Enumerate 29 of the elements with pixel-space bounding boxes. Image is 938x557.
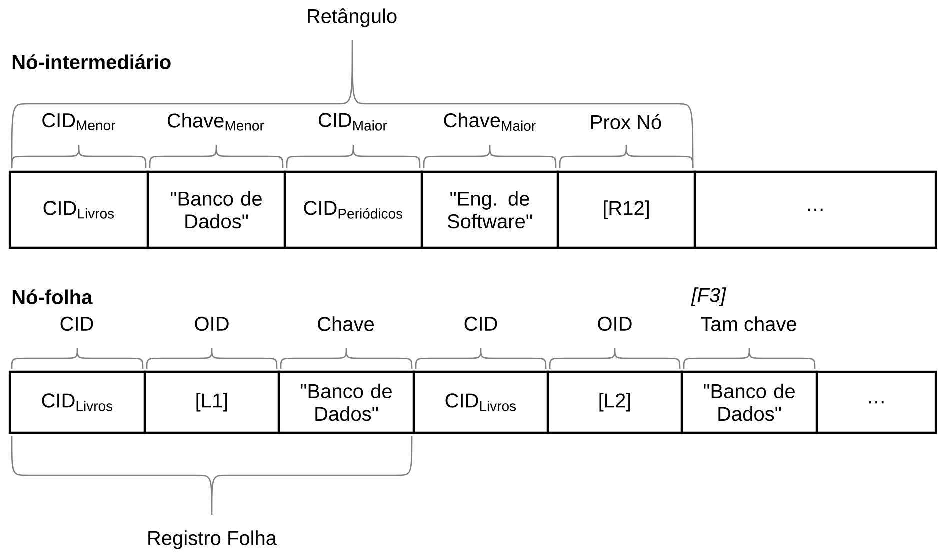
- brace-label: Tam chave: [701, 316, 796, 332]
- table-cell: "Banco de Dados": [146, 170, 286, 250]
- section-heading: Nó-folha: [12, 290, 93, 304]
- table-cell: …: [816, 370, 938, 434]
- table-cell: $\text{CID}_{\text{Periódicos}}$: [284, 170, 424, 250]
- table-cell: $\text{CID}_{\text{Livros}}$: [8, 370, 146, 434]
- brace-label: CID: [464, 316, 498, 332]
- brace-label: OID: [598, 316, 632, 332]
- table-cell: $\text{CID}_{\text{Livros}}$: [8, 170, 150, 250]
- brace-label: Registro Folha: [148, 530, 277, 550]
- brace-label: OID: [195, 316, 229, 332]
- table-cell: …: [694, 170, 938, 250]
- table-cell: $\text{CID}_{\text{Livros}}$: [412, 370, 550, 434]
- table-cell: "Banco de Dados": [680, 370, 818, 434]
- table-cell: [L1]: [144, 370, 280, 434]
- table-cell: "Eng. de Software": [420, 170, 560, 250]
- brace-label: Prox Nó: [592, 114, 662, 130]
- brace-label: $\text{Chave}_{\text{Maior}}$: [444, 112, 536, 132]
- brace-label: [F3]: [691, 288, 726, 306]
- section-heading: Nó-intermediário: [12, 54, 171, 70]
- brace-label: CID: [60, 316, 94, 332]
- brace-label: Chave: [318, 316, 374, 332]
- table-cell: [R12]: [556, 170, 696, 250]
- brace-label: $\text{Chave}_{\text{Menor}}$: [168, 113, 264, 131]
- table-cell: "Banco de Dados": [278, 370, 416, 434]
- brace-label: Retângulo: [308, 8, 397, 28]
- brace-label: $\text{CID}_{\text{Maior}}$: [318, 113, 388, 131]
- table-cell: [L2]: [546, 370, 684, 434]
- brace-label: $\text{CID}_{\text{Menor}}$: [42, 113, 116, 131]
